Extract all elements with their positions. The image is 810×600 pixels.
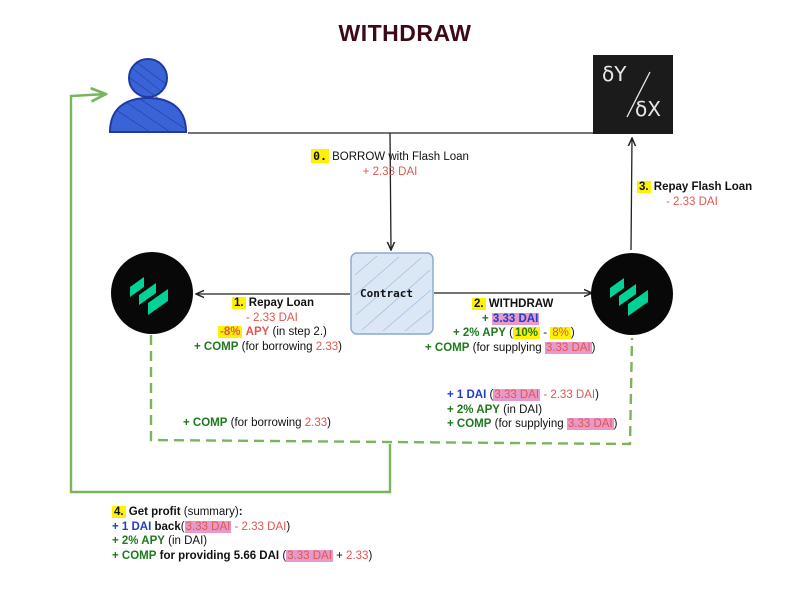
step0-number: 0.	[311, 149, 329, 163]
left-comp: + COMP	[183, 417, 228, 429]
user-icon	[108, 58, 188, 133]
derivative-top: δY	[602, 62, 627, 86]
derivative-bottom: δX	[635, 97, 661, 121]
contract-label: Contract	[360, 287, 413, 300]
right-minus: - 2.33 DAI	[543, 389, 596, 401]
step1-apy-note: (in step 2.)	[272, 326, 327, 338]
repay-flash-arrow	[631, 138, 632, 251]
right-comp-amount: 3.33 DAI	[566, 418, 614, 430]
step4-comp: + COMP	[112, 549, 157, 562]
step3-label: 3. Repay Flash Loan - 2.33 DAI	[637, 180, 752, 209]
comp-dashed-loop	[149, 335, 634, 446]
step2-text: WITHDRAW	[488, 298, 554, 310]
step1-apy-word: APY	[245, 326, 270, 338]
compound-logo-right	[591, 253, 673, 335]
left-summary: + COMP (for borrowing 2.33)	[183, 417, 332, 429]
step1-amount: - 2.33 DAI	[246, 311, 298, 324]
step1-comp: + COMP	[194, 340, 239, 353]
left-comp-amount: 2.33	[304, 417, 328, 429]
step4-text: Get profit	[128, 506, 181, 518]
step1-comp-amount: 2.33	[315, 340, 339, 353]
step3-text: Repay Flash Loan	[653, 181, 753, 193]
right-dai: + 1 DAI	[447, 389, 487, 401]
step2-apy: + 2% APY	[453, 327, 506, 339]
step0-text: BORROW with Flash Loan	[332, 151, 469, 163]
step2-label: 2. WITHDRAW + 3.33 DAI + 2% APY (10% - 8…	[425, 298, 596, 354]
right-summary: + 1 DAI (3.33 DAI - 2.33 DAI) + 2% APY (…	[447, 389, 618, 430]
step0-amount: + 2.33 DAI	[362, 165, 418, 178]
right-amount-a: 3.33 DAI	[493, 389, 541, 401]
step1-number: 1.	[232, 297, 246, 309]
step0-label: 0. BORROW with Flash Loan + 2.33 DAI	[300, 149, 480, 179]
step2-rate-a: 10%	[513, 327, 541, 339]
step4-apy: + 2% APY	[112, 535, 165, 547]
step2-comp-amount: 3.33 DAI	[544, 341, 592, 354]
step4-number: 4.	[112, 506, 126, 518]
compound-logo-left	[111, 252, 193, 334]
step1-text: Repay Loan	[248, 297, 314, 309]
profit-loop	[69, 94, 392, 494]
right-comp: + COMP	[447, 418, 492, 430]
step3-amount: - 2.33 DAI	[666, 195, 718, 208]
step3-number: 3.	[637, 181, 651, 193]
diagram-title: WITHDRAW	[338, 20, 472, 46]
step1-comp-note: (for borrowing	[241, 340, 313, 353]
step1-label: 1. Repay Loan - 2.33 DAI -8% APY (in ste…	[194, 297, 343, 353]
step4-summary: 4. Get profit (summary): + 1 DAI back(3.…	[112, 506, 373, 562]
step2-number: 2.	[472, 298, 486, 310]
step2-comp-note: (for supplying	[472, 341, 542, 354]
step4-dai: + 1 DAI	[112, 520, 152, 533]
contract-box-shape	[350, 252, 434, 335]
step1-apy-value: -8%	[218, 326, 243, 338]
step2-amount: 3.33 DAI	[491, 312, 540, 325]
right-apy: + 2% APY	[447, 403, 500, 416]
step2-rate-b: 8%	[550, 327, 571, 339]
derivative-logo-icon	[593, 55, 673, 134]
borrow-arrow	[390, 132, 391, 250]
step2-comp: + COMP	[425, 341, 470, 354]
right-apy-note: (in DAI)	[503, 403, 543, 416]
